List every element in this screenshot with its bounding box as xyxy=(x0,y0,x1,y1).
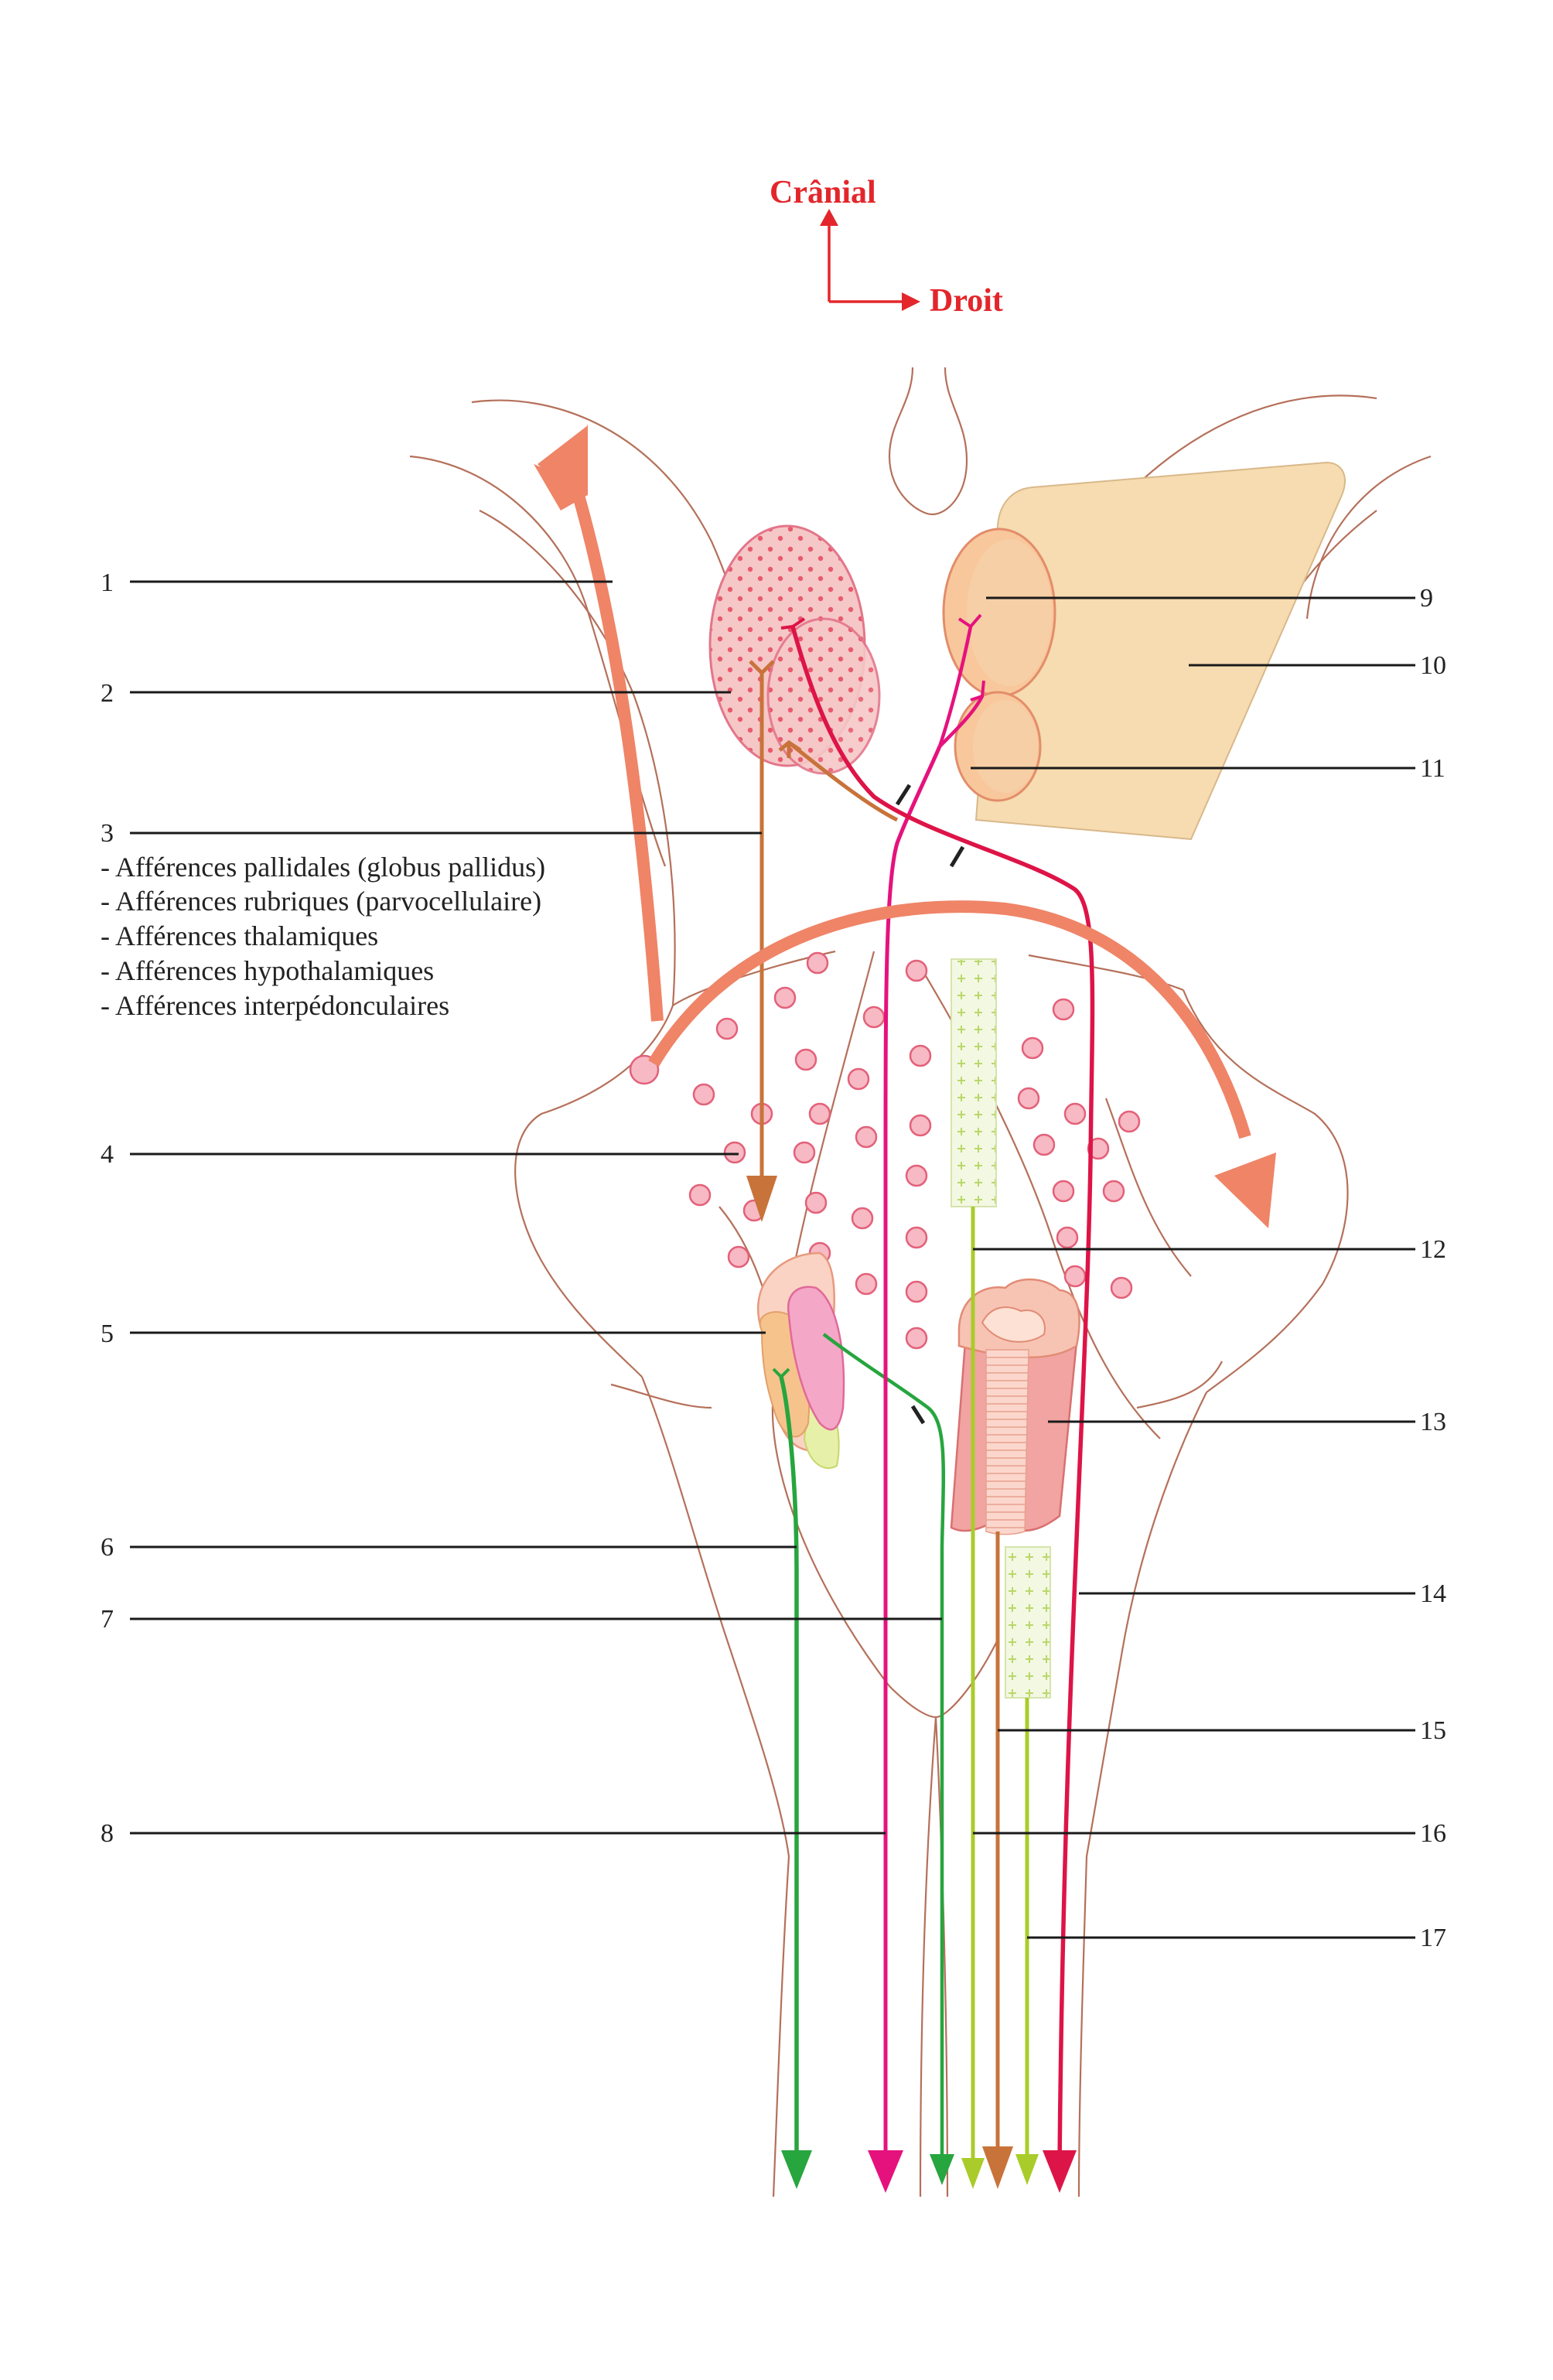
orientation-indicator: Crânial Droit xyxy=(770,175,1003,319)
nucleus-11 xyxy=(954,691,1042,802)
label-17: 17 xyxy=(1420,1924,1446,1952)
label-1: 1 xyxy=(101,569,114,597)
reticular-nuclei xyxy=(688,951,1141,1350)
tract-lime-16 xyxy=(961,1207,985,2189)
tract-salmon-arc xyxy=(648,900,1276,1228)
label-16: 16 xyxy=(1420,1819,1446,1848)
tract-crimson-14 xyxy=(780,617,1095,2193)
tract-block-upper xyxy=(951,958,997,1207)
label-10: 10 xyxy=(1420,651,1446,680)
red-nucleus xyxy=(708,524,881,775)
tract-magenta-8 xyxy=(868,613,985,2193)
legend-item-hypothalamic: - Afférences hypothalamiques xyxy=(101,955,434,986)
tract-salmon-head xyxy=(534,424,588,510)
tract-block-lower xyxy=(1005,1546,1051,1699)
cortex-block xyxy=(974,461,1346,841)
label-5: 5 xyxy=(101,1320,114,1348)
label-13: 13 xyxy=(1420,1408,1446,1436)
legend-item-thalamic: - Afférences thalamiques xyxy=(101,920,378,951)
afferents-legend: - Afférences pallidales (globus pallidus… xyxy=(101,852,545,1021)
tract-lime-17 xyxy=(1015,1698,1039,2185)
label-12: 12 xyxy=(1420,1235,1446,1264)
nucleus-13 xyxy=(950,1278,1080,1535)
label-14: 14 xyxy=(1420,1579,1446,1608)
legend-item-pallidal: - Afférences pallidales (globus pallidus… xyxy=(101,852,545,883)
tract-brown-3 xyxy=(746,660,899,1222)
leader-lines xyxy=(130,580,1415,1939)
right-label: Droit xyxy=(930,283,1003,319)
cranial-label: Crânial xyxy=(770,175,876,210)
label-6: 6 xyxy=(101,1533,114,1562)
tract-green-6 xyxy=(772,1368,812,2189)
tract-green-7 xyxy=(822,1333,954,2185)
label-8: 8 xyxy=(101,1819,114,1848)
nucleus-9 xyxy=(942,528,1056,698)
label-15: 15 xyxy=(1420,1716,1446,1745)
brainstem-outline xyxy=(409,367,1432,2197)
tract-salmon-1 xyxy=(534,425,664,1085)
label-9: 9 xyxy=(1420,584,1433,613)
label-3: 3 xyxy=(101,819,114,848)
tract-brown-15 xyxy=(982,1531,1013,2189)
legend-item-interpeduncular: - Afférences interpédonculaires xyxy=(101,990,449,1021)
legend-item-rubral: - Afférences rubriques (parvocellulaire) xyxy=(101,886,541,917)
label-2: 2 xyxy=(101,679,114,708)
label-11: 11 xyxy=(1420,754,1445,783)
nucleus-5 xyxy=(756,1251,845,1470)
label-4: 4 xyxy=(101,1140,114,1169)
label-7: 7 xyxy=(101,1605,114,1634)
number-labels: 1 2 3 4 5 6 7 8 9 10 11 12 13 14 15 16 1… xyxy=(101,569,1446,1952)
